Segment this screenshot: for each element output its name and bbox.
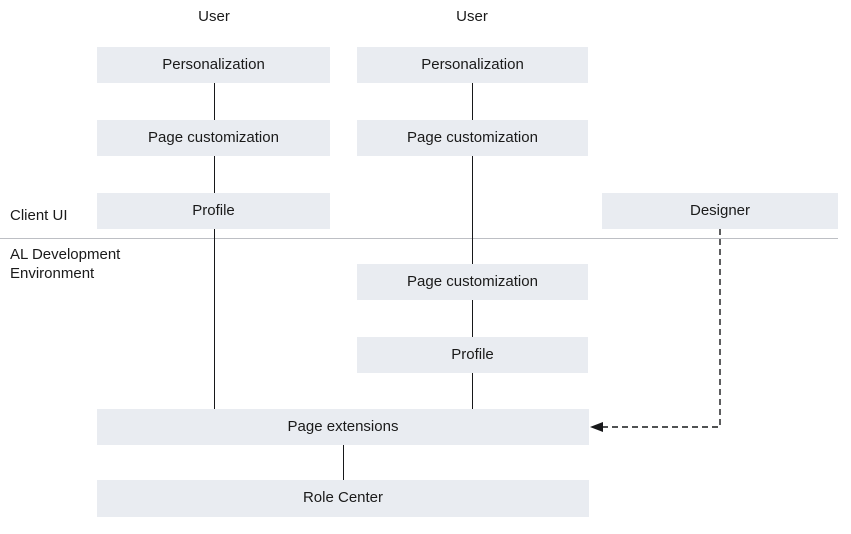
- swimlane-label-al-dev-environment: AL Development Environment: [10, 246, 120, 284]
- designer-link-path: [602, 229, 721, 428]
- node-left-profile[interactable]: Profile: [97, 193, 330, 229]
- node-left-personalization[interactable]: Personalization: [97, 47, 330, 83]
- column-header-user-middle: User: [456, 8, 488, 25]
- connector-page-extensions-to-role-center: [343, 445, 344, 480]
- connector-mid-personalization-to-page-customization: [472, 83, 473, 120]
- node-designer[interactable]: Designer: [602, 193, 838, 229]
- connector-left-personalization-to-page-customization: [214, 83, 215, 120]
- node-mid-profile[interactable]: Profile: [357, 337, 588, 373]
- column-header-user-left: User: [198, 8, 230, 25]
- swimlane-label-client-ui: Client UI: [10, 207, 68, 224]
- swimlane-label-line2: Environment: [10, 264, 95, 282]
- node-role-center[interactable]: Role Center: [97, 480, 589, 517]
- connector-mid-page-customization-to-page-customization: [472, 156, 473, 264]
- designer-link-arrowhead: [590, 422, 603, 432]
- connector-left-profile-to-page-extensions: [214, 229, 215, 409]
- connector-mid-profile-to-page-extensions: [472, 373, 473, 409]
- swimlane-divider: [0, 238, 838, 239]
- node-left-page-customization[interactable]: Page customization: [97, 120, 330, 156]
- node-mid-personalization[interactable]: Personalization: [357, 47, 588, 83]
- node-mid-page-customization-top[interactable]: Page customization: [357, 120, 588, 156]
- swimlane-label-line1: AL Development: [10, 246, 121, 263]
- node-mid-page-customization-bottom[interactable]: Page customization: [357, 264, 588, 300]
- connector-mid-page-customization-to-profile: [472, 300, 473, 337]
- node-page-extensions[interactable]: Page extensions: [97, 409, 589, 445]
- connector-left-page-customization-to-profile: [214, 156, 215, 193]
